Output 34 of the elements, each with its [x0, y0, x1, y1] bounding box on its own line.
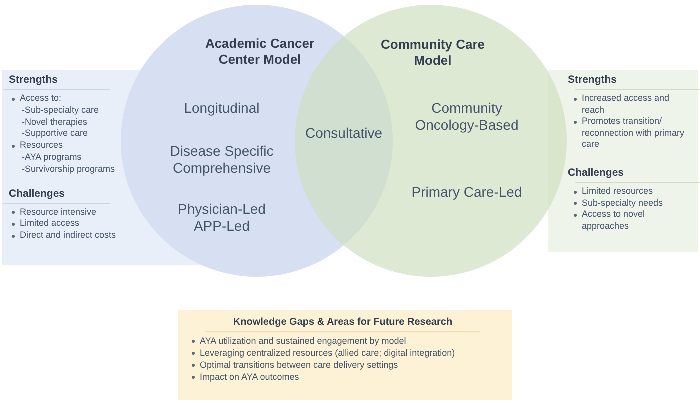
list-item: Leveraging centralized resources (allied care; digital integration): [200, 347, 456, 359]
list-subitem: -Supportive care: [22, 128, 88, 140]
list-item: Resources: [20, 140, 64, 152]
note-panel: [178, 310, 512, 400]
model-label: Disease Specific Comprehensive: [169, 143, 275, 177]
list-item: Limited access: [20, 218, 80, 230]
list-item: AYA utilization and sustained engagement by model: [200, 335, 406, 347]
section-heading: Strengths: [9, 73, 58, 88]
list-item: Limited resources: [582, 186, 654, 198]
section-heading: Challenges: [568, 166, 624, 181]
list-item: Increased access and reach: [582, 93, 671, 116]
circle-title: Community Care Model: [380, 37, 486, 69]
list-subitem: -Sub-specialty care: [22, 104, 100, 117]
list-subitem: -AYA programs: [22, 152, 82, 164]
list-item: Optimal transitions between care delivery settings: [200, 359, 398, 371]
info-panel: [548, 70, 698, 252]
list-item: Resource intensive: [20, 206, 97, 218]
list-item: Promotes transition/ reconnection with primary care: [582, 116, 686, 151]
section-heading: Strengths: [568, 73, 618, 88]
model-label: Community Oncology-Based: [414, 100, 520, 134]
list-item: Impact on AYA outcomes: [200, 371, 300, 383]
list-item: Direct and indirect costs: [20, 230, 116, 242]
list-item: Sub-specialty needs: [582, 198, 664, 210]
list-subitem: -Survivorship programs: [22, 164, 116, 176]
list-item: Access to novel approaches: [582, 209, 646, 232]
circle-title: Academic Cancer Center Model: [204, 36, 316, 68]
section-heading: Challenges: [9, 186, 66, 202]
model-label: Physician-Led APP-Led: [177, 201, 267, 235]
list-item: Access to:: [20, 93, 62, 105]
model-label: Primary Care-Led: [410, 184, 524, 201]
overlap-label: Consultative: [304, 125, 384, 142]
model-label: Longitudinal: [183, 100, 261, 117]
section-heading: Knowledge Gaps & Areas for Future Research: [233, 316, 453, 330]
list-subitem: -Novel therapies: [22, 116, 88, 128]
